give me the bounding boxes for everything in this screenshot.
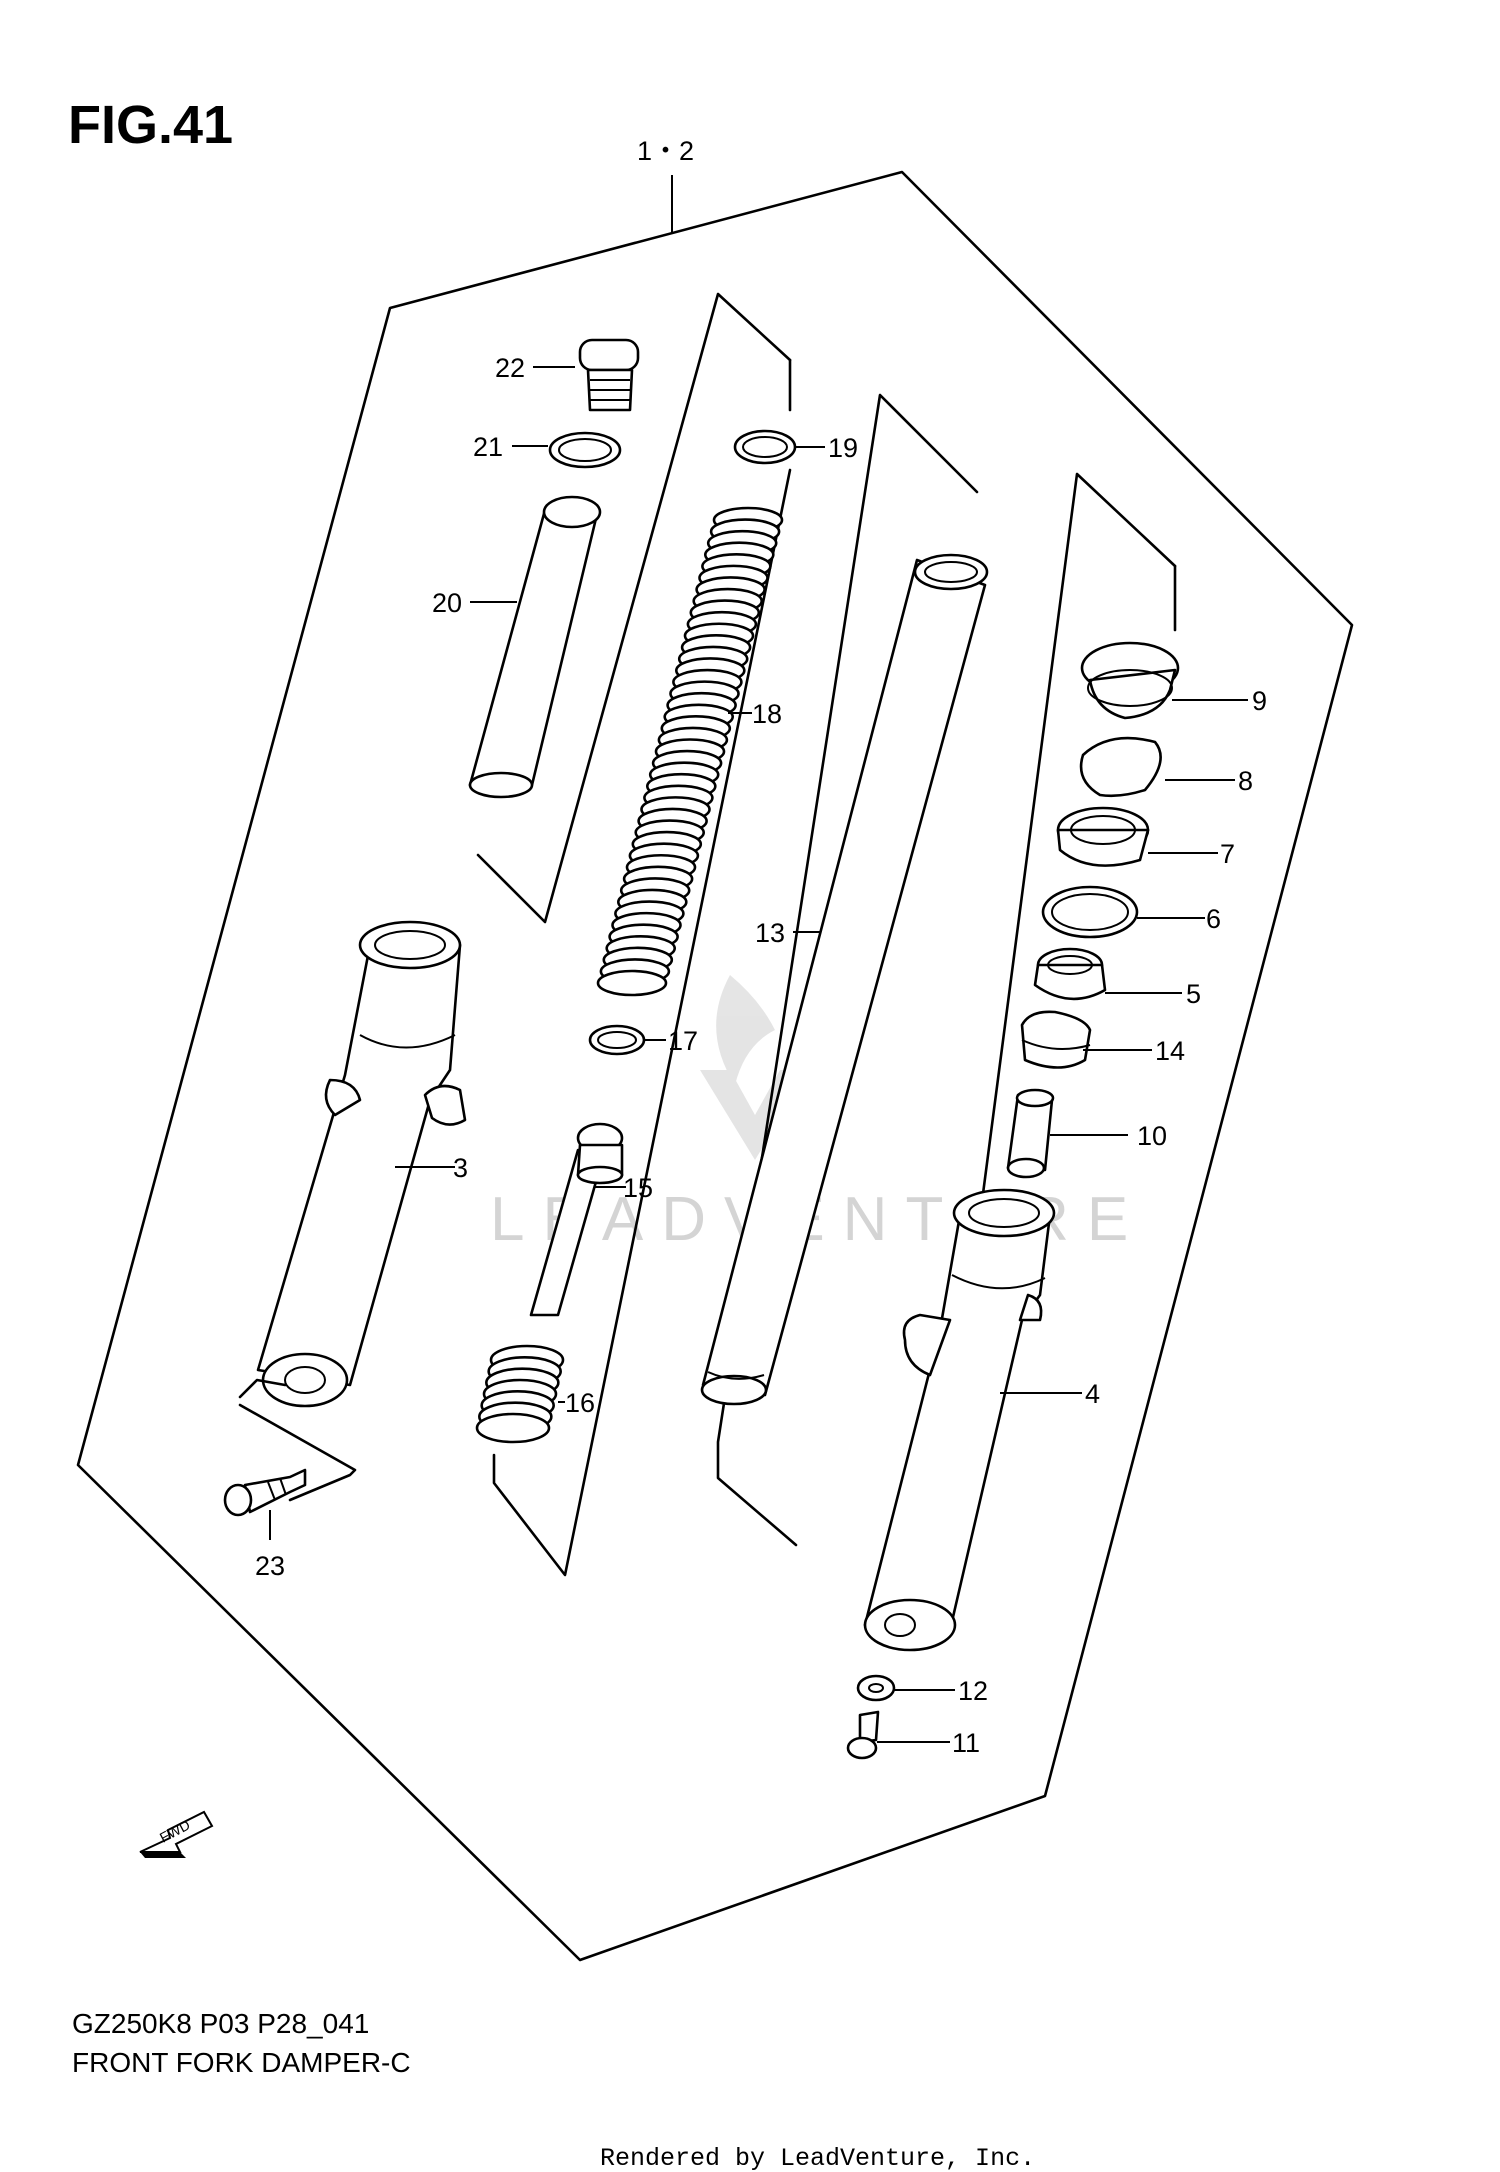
part-9-dust-seal[interactable] bbox=[1080, 641, 1180, 720]
figure-title: FIG.41 bbox=[68, 95, 233, 155]
part-14-slide-bushing[interactable] bbox=[1020, 1010, 1092, 1069]
part-12-gasket-hole bbox=[868, 1683, 884, 1693]
part-19-o-ring-inner bbox=[742, 436, 788, 458]
part-21-o-ring-inner bbox=[558, 438, 612, 462]
part-16-rebound-spring[interactable] bbox=[475, 1344, 565, 1444]
group-outline-rod bbox=[492, 468, 792, 1577]
group-outline-axle-clamp-lower bbox=[238, 1403, 357, 1502]
callout-8: 8 bbox=[1238, 766, 1253, 796]
callout-5: 5 bbox=[1186, 979, 1201, 1009]
part-15-damper-rod[interactable] bbox=[529, 1122, 624, 1317]
callout-22: 22 bbox=[495, 353, 525, 383]
callout-16: 16 bbox=[565, 1388, 595, 1418]
callout-21: 21 bbox=[473, 432, 503, 462]
callout-18: 18 bbox=[752, 699, 782, 729]
group-outline-spring bbox=[476, 292, 792, 924]
part-23-pinch-bolt[interactable] bbox=[223, 1468, 307, 1517]
part-4-outer-tube[interactable] bbox=[863, 1188, 1056, 1652]
spring-coil bbox=[475, 1412, 551, 1444]
part-22-cap-bolt[interactable] bbox=[578, 338, 640, 412]
part-11-bolt[interactable] bbox=[846, 1710, 880, 1760]
part-12-gasket[interactable] bbox=[856, 1674, 896, 1702]
part-6-washer[interactable] bbox=[1041, 885, 1139, 939]
group-outline-inner-tube bbox=[716, 393, 979, 1547]
part-5-guide-bushing[interactable] bbox=[1033, 947, 1107, 1001]
callout-23: 23 bbox=[255, 1551, 285, 1581]
part-18-fork-spring[interactable] bbox=[596, 506, 784, 997]
render-credit: Rendered by LeadVenture, Inc. bbox=[600, 2144, 1035, 2172]
callout-20: 20 bbox=[432, 588, 462, 618]
part-3-outer-tube[interactable] bbox=[256, 920, 467, 1408]
part-6-washer-inner bbox=[1051, 893, 1129, 931]
part-20-spacer-tube[interactable] bbox=[468, 495, 602, 799]
callout-14: 14 bbox=[1155, 1036, 1185, 1066]
spring-coil bbox=[596, 969, 668, 997]
group-outline-outer-tube bbox=[973, 472, 1177, 1257]
callout-9: 9 bbox=[1252, 686, 1267, 716]
callout-13: 13 bbox=[755, 918, 785, 948]
callout-11: 11 bbox=[952, 1728, 980, 1758]
assembly-label: 1・2 bbox=[637, 136, 694, 166]
callout-3: 3 bbox=[453, 1153, 468, 1183]
callout-15: 15 bbox=[623, 1173, 653, 1203]
callout-4: 4 bbox=[1085, 1379, 1100, 1409]
callout-10: 10 bbox=[1137, 1121, 1167, 1151]
part-8-circlip[interactable] bbox=[1079, 736, 1162, 798]
diagram-caption: FRONT FORK DAMPER-C bbox=[72, 2047, 411, 2078]
callout-12: 12 bbox=[958, 1676, 988, 1706]
part-7-oil-seal[interactable] bbox=[1056, 806, 1150, 867]
group-outline-axle-clamp bbox=[238, 1378, 287, 1399]
model-code: GZ250K8 P03 P28_041 bbox=[72, 2008, 369, 2039]
callout-19: 19 bbox=[828, 433, 858, 463]
callout-7: 7 bbox=[1220, 839, 1235, 869]
callout-6: 6 bbox=[1206, 904, 1221, 934]
part-13-inner-tube[interactable] bbox=[700, 553, 989, 1406]
callout-17: 17 bbox=[668, 1026, 698, 1056]
forward-direction-arrow-icon: FWD bbox=[139, 1810, 214, 1858]
part-10-oil-lock-piece[interactable] bbox=[1006, 1088, 1055, 1179]
part-17-o-ring-inner bbox=[597, 1031, 637, 1049]
assembly-boundary bbox=[76, 170, 1354, 1962]
